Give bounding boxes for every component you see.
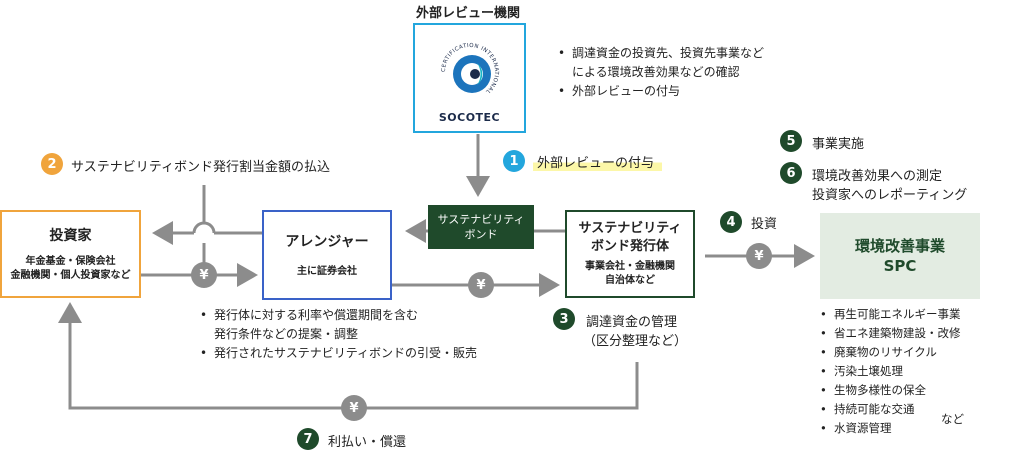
bond-tag-line-1: サステナビリティ xyxy=(437,213,525,226)
arranger-sub: 主に証券会社 xyxy=(297,266,357,277)
issuer-title-1: サステナビリティ xyxy=(578,221,682,236)
review-bullets: 調達資金の投資先、投資先事業など による環境改善効果などの確認 外部レビューの付… xyxy=(558,44,764,101)
investor-sub-1: 年金基金・保険会社 xyxy=(25,256,116,267)
step-7-badge: 7 xyxy=(297,428,319,450)
step-4-badge: 4 xyxy=(720,211,742,233)
step-6-badge: 6 xyxy=(780,162,802,184)
issuer-sub-2: 自治体など xyxy=(605,275,655,286)
step-5-badge: 5 xyxy=(780,130,802,152)
bond-tag: サステナビリティ ボンド xyxy=(428,205,534,249)
review-logo-box: CERTIFICATION INTERNATIONAL SOCOTEC xyxy=(413,23,526,133)
step-6-label: 環境改善効果への測定 xyxy=(812,169,943,184)
yen-icon-repayment: ¥ xyxy=(341,395,367,421)
step-7-label: 利払い・償還 xyxy=(328,435,407,450)
spc-bullets: 再生可能エネルギー事業 省エネ建築物建設・改修 廃棄物のリサイクル 汚染土壌処理… xyxy=(820,305,961,438)
spc-title-1: 環境改善事業 xyxy=(854,237,945,255)
bond-tag-line-2: ボンド xyxy=(464,228,498,241)
issuer-box: サステナビリティ ボンド発行体 事業会社・金融機関 自治体など xyxy=(565,210,695,298)
arranger-title: アレンジャー xyxy=(285,234,369,250)
step-5-label: 事業実施 xyxy=(812,137,865,152)
yen-icon-investor: ¥ xyxy=(191,262,217,288)
step-3-label: 調達資金の管理 xyxy=(586,315,678,330)
step-4-label: 投資 xyxy=(751,217,778,232)
spc-title-2: SPC xyxy=(883,257,917,275)
issuer-sub-1: 事業会社・金融機関 xyxy=(585,261,675,272)
spc-box: 環境改善事業 SPC xyxy=(820,213,980,299)
step-3-label-2: （区分整理など） xyxy=(583,334,688,349)
socotec-logo-icon: CERTIFICATION INTERNATIONAL xyxy=(440,42,498,94)
step-2-badge: 2 xyxy=(41,153,63,175)
socotec-name: SOCOTEC xyxy=(438,110,501,124)
arranger-bullets: 発行体に対する利率や償還期間を含む 発行条件などの提案・調整 発行されたサステナ… xyxy=(200,306,477,363)
step-1-badge: 1 xyxy=(503,150,525,172)
investor-box: 投資家 年金基金・保険会社 金融機関・個人投資家など xyxy=(0,210,141,298)
step-1-label: 外部レビューの付与 xyxy=(533,152,663,171)
review-heading: 外部レビュー機関 xyxy=(416,6,521,21)
yen-icon-investment: ¥ xyxy=(746,243,772,269)
step-6-label-2: 投資家へのレポーティング xyxy=(812,188,968,203)
step-2-label: サステナビリティボンド発行割当金額の払込 xyxy=(71,160,330,175)
yen-icon-arranger: ¥ xyxy=(468,272,494,298)
arranger-box: アレンジャー 主に証券会社 xyxy=(262,210,392,300)
step-3-badge: 3 xyxy=(553,308,575,330)
investor-sub-2: 金融機関・個人投資家など xyxy=(10,270,131,281)
spc-etc: など xyxy=(941,412,964,426)
issuer-title-2: ボンド発行体 xyxy=(590,239,669,254)
investor-title: 投資家 xyxy=(49,228,92,244)
